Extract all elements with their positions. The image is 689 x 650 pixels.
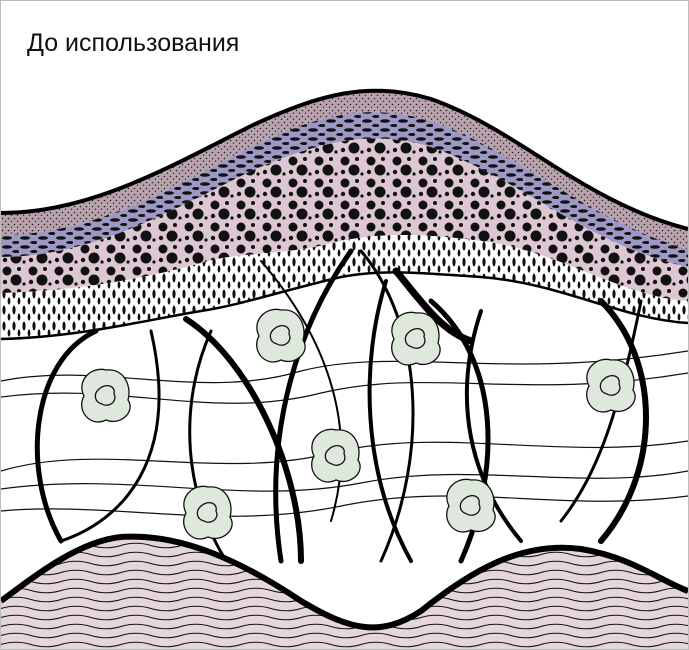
fibroblast-cell-icon (312, 429, 360, 482)
fibroblast-cell-icon (392, 312, 440, 365)
fibroblast-cell-icon (447, 479, 495, 532)
fibroblast-cells (82, 309, 635, 539)
fibroblast-cell-icon (184, 486, 232, 539)
fibroblast-cell-icon (257, 309, 305, 362)
fibroblast-cell-icon (587, 359, 635, 412)
fibroblast-cell-icon (82, 369, 130, 422)
page-title: До использования (27, 29, 239, 58)
